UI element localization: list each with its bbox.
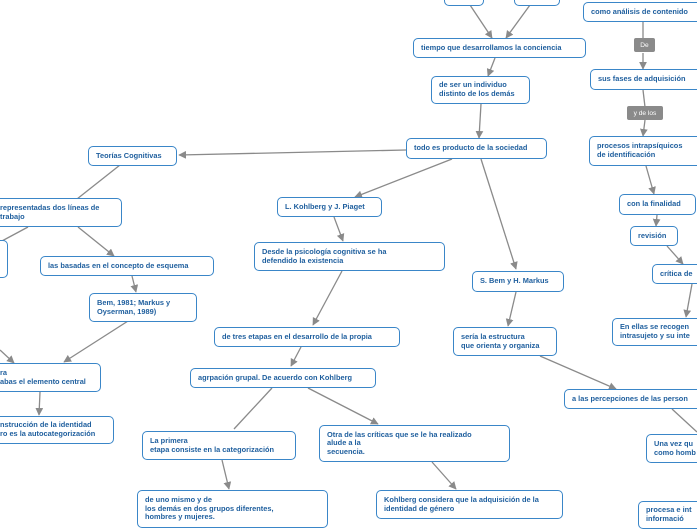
concept-node[interactable]: La primera etapa consiste en la categori… [142, 431, 296, 460]
concept-node[interactable] [0, 240, 8, 278]
edge [63, 320, 129, 363]
concept-node[interactable]: sería la estructura que orienta y organi… [453, 327, 557, 356]
edge [178, 149, 407, 159]
concept-node[interactable]: Desde la psicología cognitiva se ha defe… [254, 242, 445, 271]
concept-node[interactable]: En ellas se recogen intrasujeto y su int… [612, 318, 697, 346]
edge [354, 158, 453, 199]
concept-node[interactable]: de uno mismo y de los demás en dos grupo… [137, 490, 328, 528]
edge [290, 346, 302, 367]
edge [307, 387, 379, 425]
edge [539, 355, 617, 390]
concept-node[interactable]: revisión [630, 226, 678, 246]
edge [77, 226, 115, 257]
concept-node[interactable]: L. Kohlberg y J. Piaget [277, 197, 382, 217]
concept-node[interactable]: procesos intrapsíquicos de identificació… [589, 136, 697, 166]
edge [475, 103, 484, 139]
concept-node[interactable]: agrpación grupal. De acuerdo con Kohlber… [190, 368, 376, 388]
edge [233, 387, 273, 430]
concept-node[interactable]: como análisis de contenido [583, 2, 697, 22]
concept-node[interactable]: sus fases de adquisición [590, 69, 697, 90]
edge [0, 349, 15, 364]
edge [469, 4, 493, 39]
edge [683, 283, 693, 318]
concept-node[interactable]: Kohlberg considera que la adquisición de… [376, 490, 563, 519]
edge [505, 291, 517, 327]
concept-node[interactable]: procesa e int informació [638, 501, 697, 529]
concept-node[interactable]: Otra de las críticas que se le ha realiz… [319, 425, 510, 462]
concept-node[interactable]: de ser un individuo distinto de los demá… [431, 76, 530, 104]
edge [221, 459, 232, 490]
concept-node[interactable]: Bem, 1981; Markus y Oyserman, 1989) [89, 293, 197, 322]
edge [505, 4, 531, 39]
concept-node[interactable]: tiempo que desarrollamos la conciencia [413, 38, 586, 58]
edge [645, 165, 656, 195]
edge [666, 245, 684, 265]
concept-node[interactable] [444, 0, 484, 6]
edge [431, 461, 457, 490]
edge [652, 214, 661, 227]
link-label: y de los [627, 106, 663, 120]
concept-node[interactable]: crítica de [652, 264, 697, 284]
edge [486, 57, 496, 77]
concept-node[interactable]: todo es producto de la sociedad [406, 138, 547, 159]
concept-node[interactable]: representadas dos líneas de trabajo [0, 198, 122, 227]
link-label: De [634, 38, 655, 52]
edge [671, 408, 697, 433]
concept-node[interactable]: de tres etapas en el desarrollo de la pr… [214, 327, 400, 347]
concept-node[interactable]: S. Bem y H. Markus [472, 271, 564, 292]
edge [480, 158, 518, 270]
edge [333, 216, 345, 242]
concept-node[interactable] [514, 0, 560, 6]
edge [76, 164, 121, 200]
edge [642, 89, 646, 108]
edge [130, 275, 139, 293]
concept-node[interactable]: con la finalidad [619, 194, 696, 215]
concept-node[interactable]: ra abas el elemento central [0, 363, 101, 392]
edge [312, 270, 343, 326]
edge [35, 391, 44, 416]
edge [640, 119, 648, 137]
concept-node[interactable]: Una vez qu como homb [646, 434, 697, 463]
concept-node[interactable]: nstrucción de la identidad ro es la auto… [0, 416, 114, 444]
concept-node[interactable]: a las percepciones de las person [564, 389, 697, 409]
concept-node[interactable]: Teorías Cognitivas [88, 146, 177, 166]
edge [0, 226, 29, 243]
concept-node[interactable]: las basadas en el concepto de esquema [40, 256, 214, 276]
